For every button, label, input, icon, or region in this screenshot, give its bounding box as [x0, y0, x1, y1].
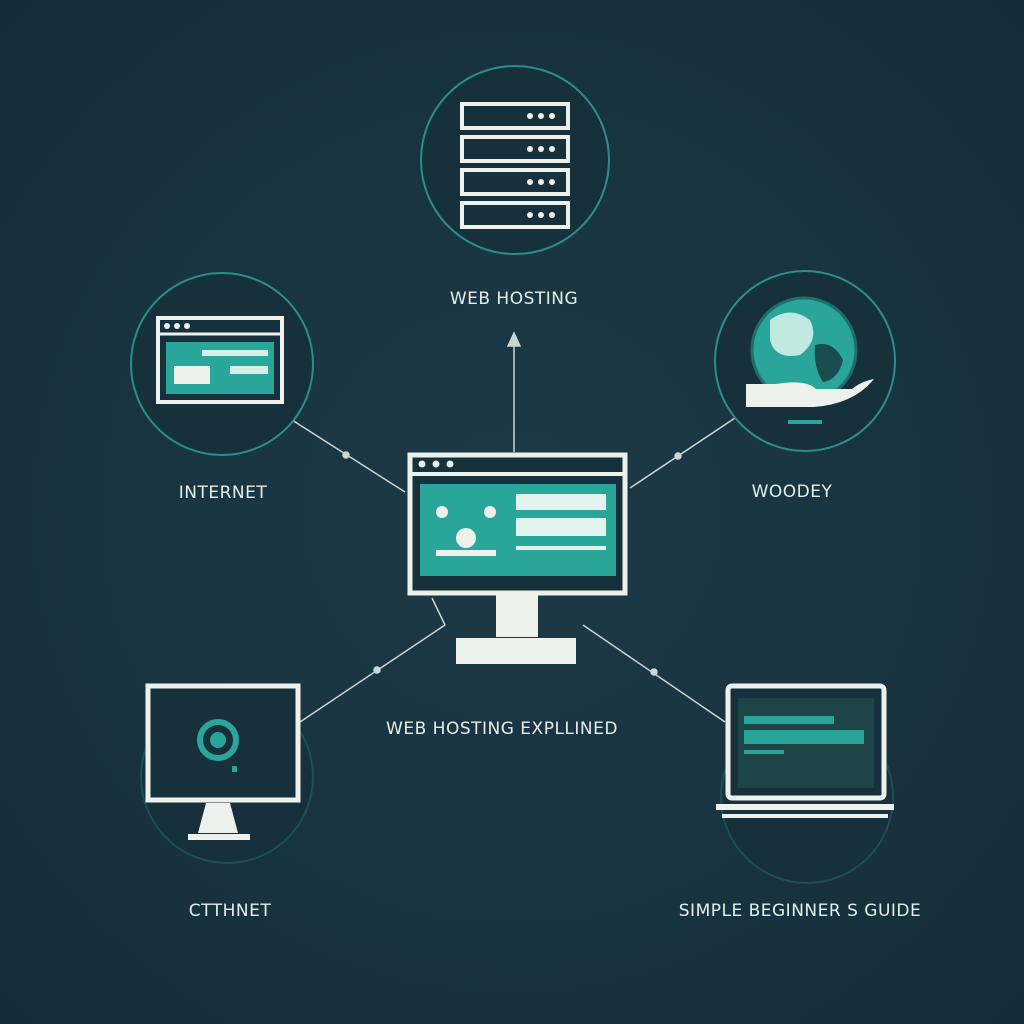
bottom-left-node-label: CTTHNET — [188, 901, 272, 921]
arrow-head-icon — [506, 331, 522, 347]
center-title: WEB HOSTING EXPLLINED — [386, 719, 618, 739]
top-node-label: WEB HOSTING — [449, 289, 579, 309]
left-node-label: INTERNET — [178, 483, 268, 503]
connector-bottom-left — [299, 624, 446, 723]
right-node-label: WOODEY — [751, 482, 833, 502]
connector-right — [629, 417, 736, 489]
bottom-right-node-label: SIMPLE BEGINNER S GUIDE — [678, 901, 922, 921]
